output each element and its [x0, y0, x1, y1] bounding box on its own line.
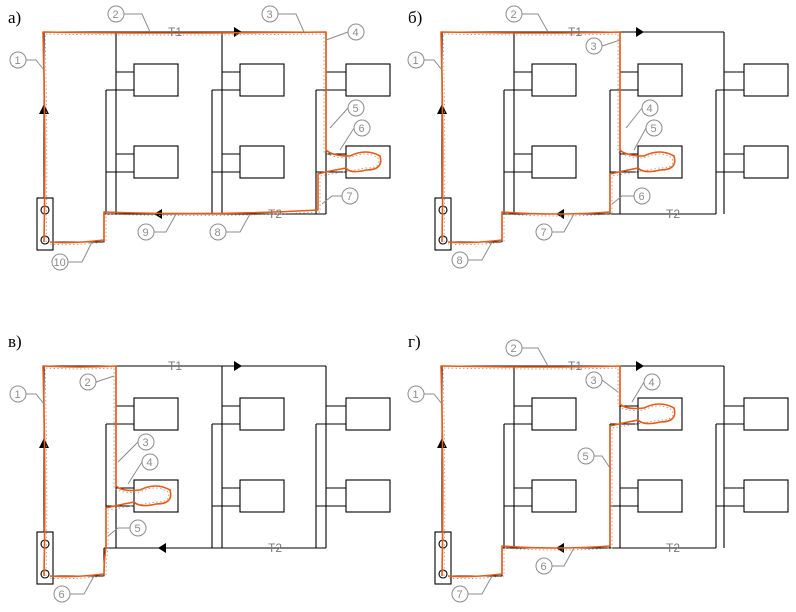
circulation-route	[42, 31, 382, 246]
flow-arrows	[437, 361, 644, 553]
svg-text:3: 3	[143, 437, 149, 449]
panel-a-schematic: T1 T2 1 2 3 4 5 6 7 8 9 10	[9, 5, 391, 271]
svg-text:6: 6	[359, 123, 365, 135]
supply-pipe-label: T1	[568, 359, 582, 373]
panel-label: а)	[8, 8, 22, 27]
circulation-route	[42, 365, 172, 580]
svg-text:8: 8	[215, 227, 221, 239]
panel-b-schematic: T1 T2 1 2 3 4 5 6 7 8	[407, 5, 789, 269]
svg-text:6: 6	[59, 589, 65, 601]
pipe-labels: T1 T2	[568, 359, 680, 555]
svg-text:1: 1	[15, 389, 21, 401]
return-pipe-label: T2	[666, 207, 680, 221]
base-network	[36, 365, 391, 585]
svg-text:8: 8	[457, 255, 463, 267]
panel-v-schematic: T1 T2 1 2 3 4 5 6	[9, 359, 391, 603]
circulation-route	[440, 31, 676, 246]
pipe-labels: T1 T2	[168, 359, 282, 555]
svg-text:5: 5	[651, 123, 657, 135]
svg-text:2: 2	[511, 343, 517, 355]
panel-g: г)	[398, 306, 796, 612]
svg-text:1: 1	[15, 55, 21, 67]
svg-text:3: 3	[591, 375, 597, 387]
svg-text:7: 7	[457, 589, 463, 601]
panel-b: б)	[398, 0, 796, 306]
supply-pipe-label: T1	[568, 25, 582, 39]
panel-label: в)	[8, 332, 22, 351]
svg-text:4: 4	[647, 103, 653, 115]
svg-text:3: 3	[267, 9, 273, 21]
return-pipe-label: T2	[268, 541, 282, 555]
callouts: 1 2 3 4 5 6 7 8 9 10	[9, 5, 371, 271]
svg-text:7: 7	[347, 191, 353, 203]
return-pipe-label: T2	[268, 207, 282, 221]
svg-text:4: 4	[649, 377, 655, 389]
base-network	[434, 365, 789, 585]
svg-text:7: 7	[541, 227, 547, 239]
circulation-route	[440, 365, 676, 580]
svg-text:2: 2	[511, 9, 517, 21]
svg-text:2: 2	[85, 377, 91, 389]
svg-text:5: 5	[353, 103, 359, 115]
svg-text:3: 3	[591, 41, 597, 53]
callouts: 1 2 3 4 5 6	[9, 373, 159, 603]
svg-text:1: 1	[413, 55, 419, 67]
callouts: 1 2 3 4 5 6 7 8	[407, 5, 663, 269]
svg-text:1: 1	[413, 389, 419, 401]
supply-pipe-label: T1	[168, 359, 182, 373]
pipe-labels: T1 T2	[168, 25, 282, 221]
svg-text:4: 4	[147, 457, 153, 469]
svg-text:5: 5	[135, 523, 141, 535]
svg-text:6: 6	[639, 191, 645, 203]
base-network	[36, 31, 391, 251]
callouts: 1 2 3 4 5 6 7	[407, 339, 661, 603]
flow-arrows	[437, 27, 644, 219]
svg-text:10: 10	[54, 257, 66, 269]
panel-g-schematic: T1 T2 1 2 3 4 5 6 7	[407, 339, 789, 603]
panel-label: б)	[408, 8, 423, 27]
svg-text:9: 9	[143, 227, 149, 239]
return-pipe-label: T2	[666, 541, 680, 555]
panel-v: в)	[0, 306, 398, 612]
supply-pipe-label: T1	[168, 25, 182, 39]
pipe-labels: T1 T2	[568, 25, 680, 221]
svg-text:4: 4	[353, 27, 359, 39]
svg-text:5: 5	[583, 451, 589, 463]
svg-text:6: 6	[541, 561, 547, 573]
svg-text:2: 2	[113, 9, 119, 21]
base-network	[434, 31, 789, 251]
panel-a: а)	[0, 0, 398, 306]
panel-label: г)	[408, 332, 421, 351]
